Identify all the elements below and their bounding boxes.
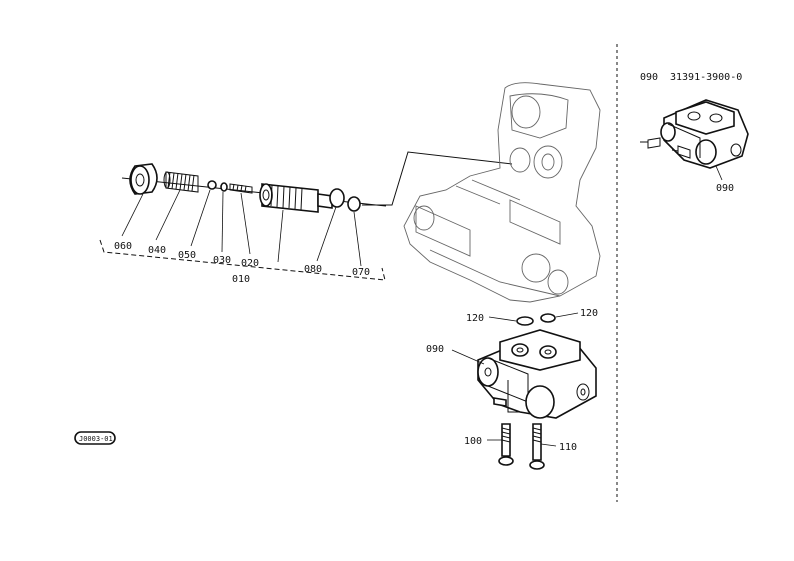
part-030-washer bbox=[220, 182, 228, 192]
valve-assembly-exploded bbox=[99, 151, 513, 281]
label-110: 110 bbox=[559, 442, 577, 453]
label-060: 060 bbox=[114, 241, 132, 252]
part-100-bolt bbox=[487, 423, 514, 466]
page-code-stamp: J0003-01 bbox=[74, 431, 116, 445]
label-120-right: 120 bbox=[580, 308, 598, 319]
label-100: 100 bbox=[464, 436, 482, 447]
part-080-oring bbox=[329, 188, 345, 208]
label-090-main: 090 bbox=[426, 344, 444, 355]
label-030: 030 bbox=[213, 255, 231, 266]
part-040-spring bbox=[163, 171, 199, 193]
inset-ref-label: 090 bbox=[640, 72, 658, 83]
label-010: 010 bbox=[232, 274, 250, 285]
part-020-poppet bbox=[229, 183, 253, 194]
label-090-inset: 090 bbox=[716, 183, 734, 194]
label-080: 080 bbox=[304, 264, 322, 275]
part-090-valve-block bbox=[451, 329, 597, 419]
label-070: 070 bbox=[352, 267, 370, 278]
inset-part-number: 31391-3900-0 bbox=[670, 72, 742, 83]
part-060-cap-nut bbox=[129, 163, 158, 195]
label-120-left: 120 bbox=[466, 313, 484, 324]
inset-panel bbox=[640, 99, 749, 181]
label-020: 020 bbox=[241, 258, 259, 269]
valve-body bbox=[259, 183, 333, 213]
part-120-orings bbox=[488, 312, 579, 326]
part-050-ring bbox=[207, 180, 217, 190]
label-040: 040 bbox=[148, 245, 166, 256]
housing-ghost-outline bbox=[403, 82, 601, 303]
label-050: 050 bbox=[178, 250, 196, 261]
part-110-bolt bbox=[529, 423, 557, 470]
part-070-backup-ring bbox=[347, 196, 361, 212]
page-code: J0003-01 bbox=[79, 435, 113, 443]
